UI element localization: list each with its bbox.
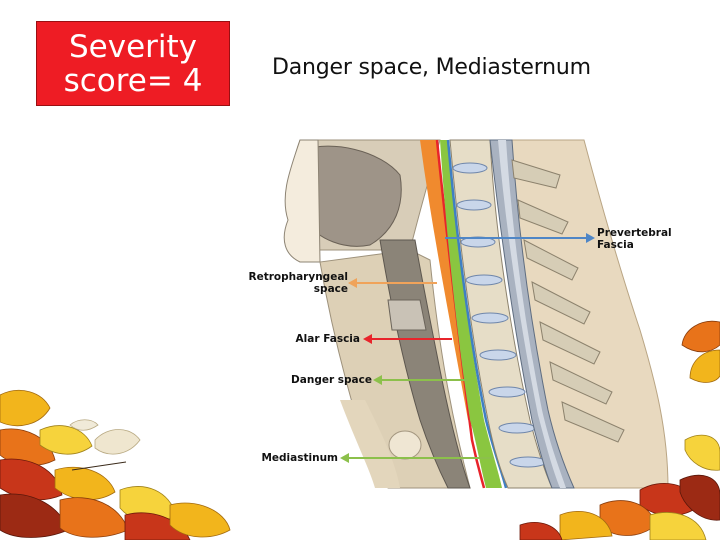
leaves-right-cluster [519,320,720,540]
mediastinum-arrow-head [340,453,349,463]
severity-score-box: Severity score= 4 [36,21,230,106]
anatomy-illustration [275,139,669,490]
severity-line-1: Severity [68,28,198,65]
label-danger-space: Danger space [291,374,372,386]
label-retropharyngeal-space: Retropharyngeal space [240,271,348,295]
label-retropharyngeal-line-1: Retropharyngeal [248,271,348,283]
label-retropharyngeal-line-2: space [313,283,348,295]
leaves-left-cluster [0,390,231,540]
prevertebral-arrow-head [586,233,595,243]
slide-title: Danger space, Mediasternum [272,55,591,80]
danger-arrow-head [373,375,382,385]
label-mediastinum: Mediastinum [261,452,338,464]
label-prevertebral-fascia: Prevertebral Fascia [597,227,672,251]
label-alar-fascia: Alar Fascia [295,333,360,345]
alar-arrow-head [363,334,372,344]
label-prevertebral-line-2: Fascia [597,239,634,251]
severity-line-2: score= 4 [63,62,203,99]
pointer-arrows [340,233,595,463]
retropharyngeal-arrow-head [348,278,357,288]
label-prevertebral-line-1: Prevertebral [597,227,672,239]
